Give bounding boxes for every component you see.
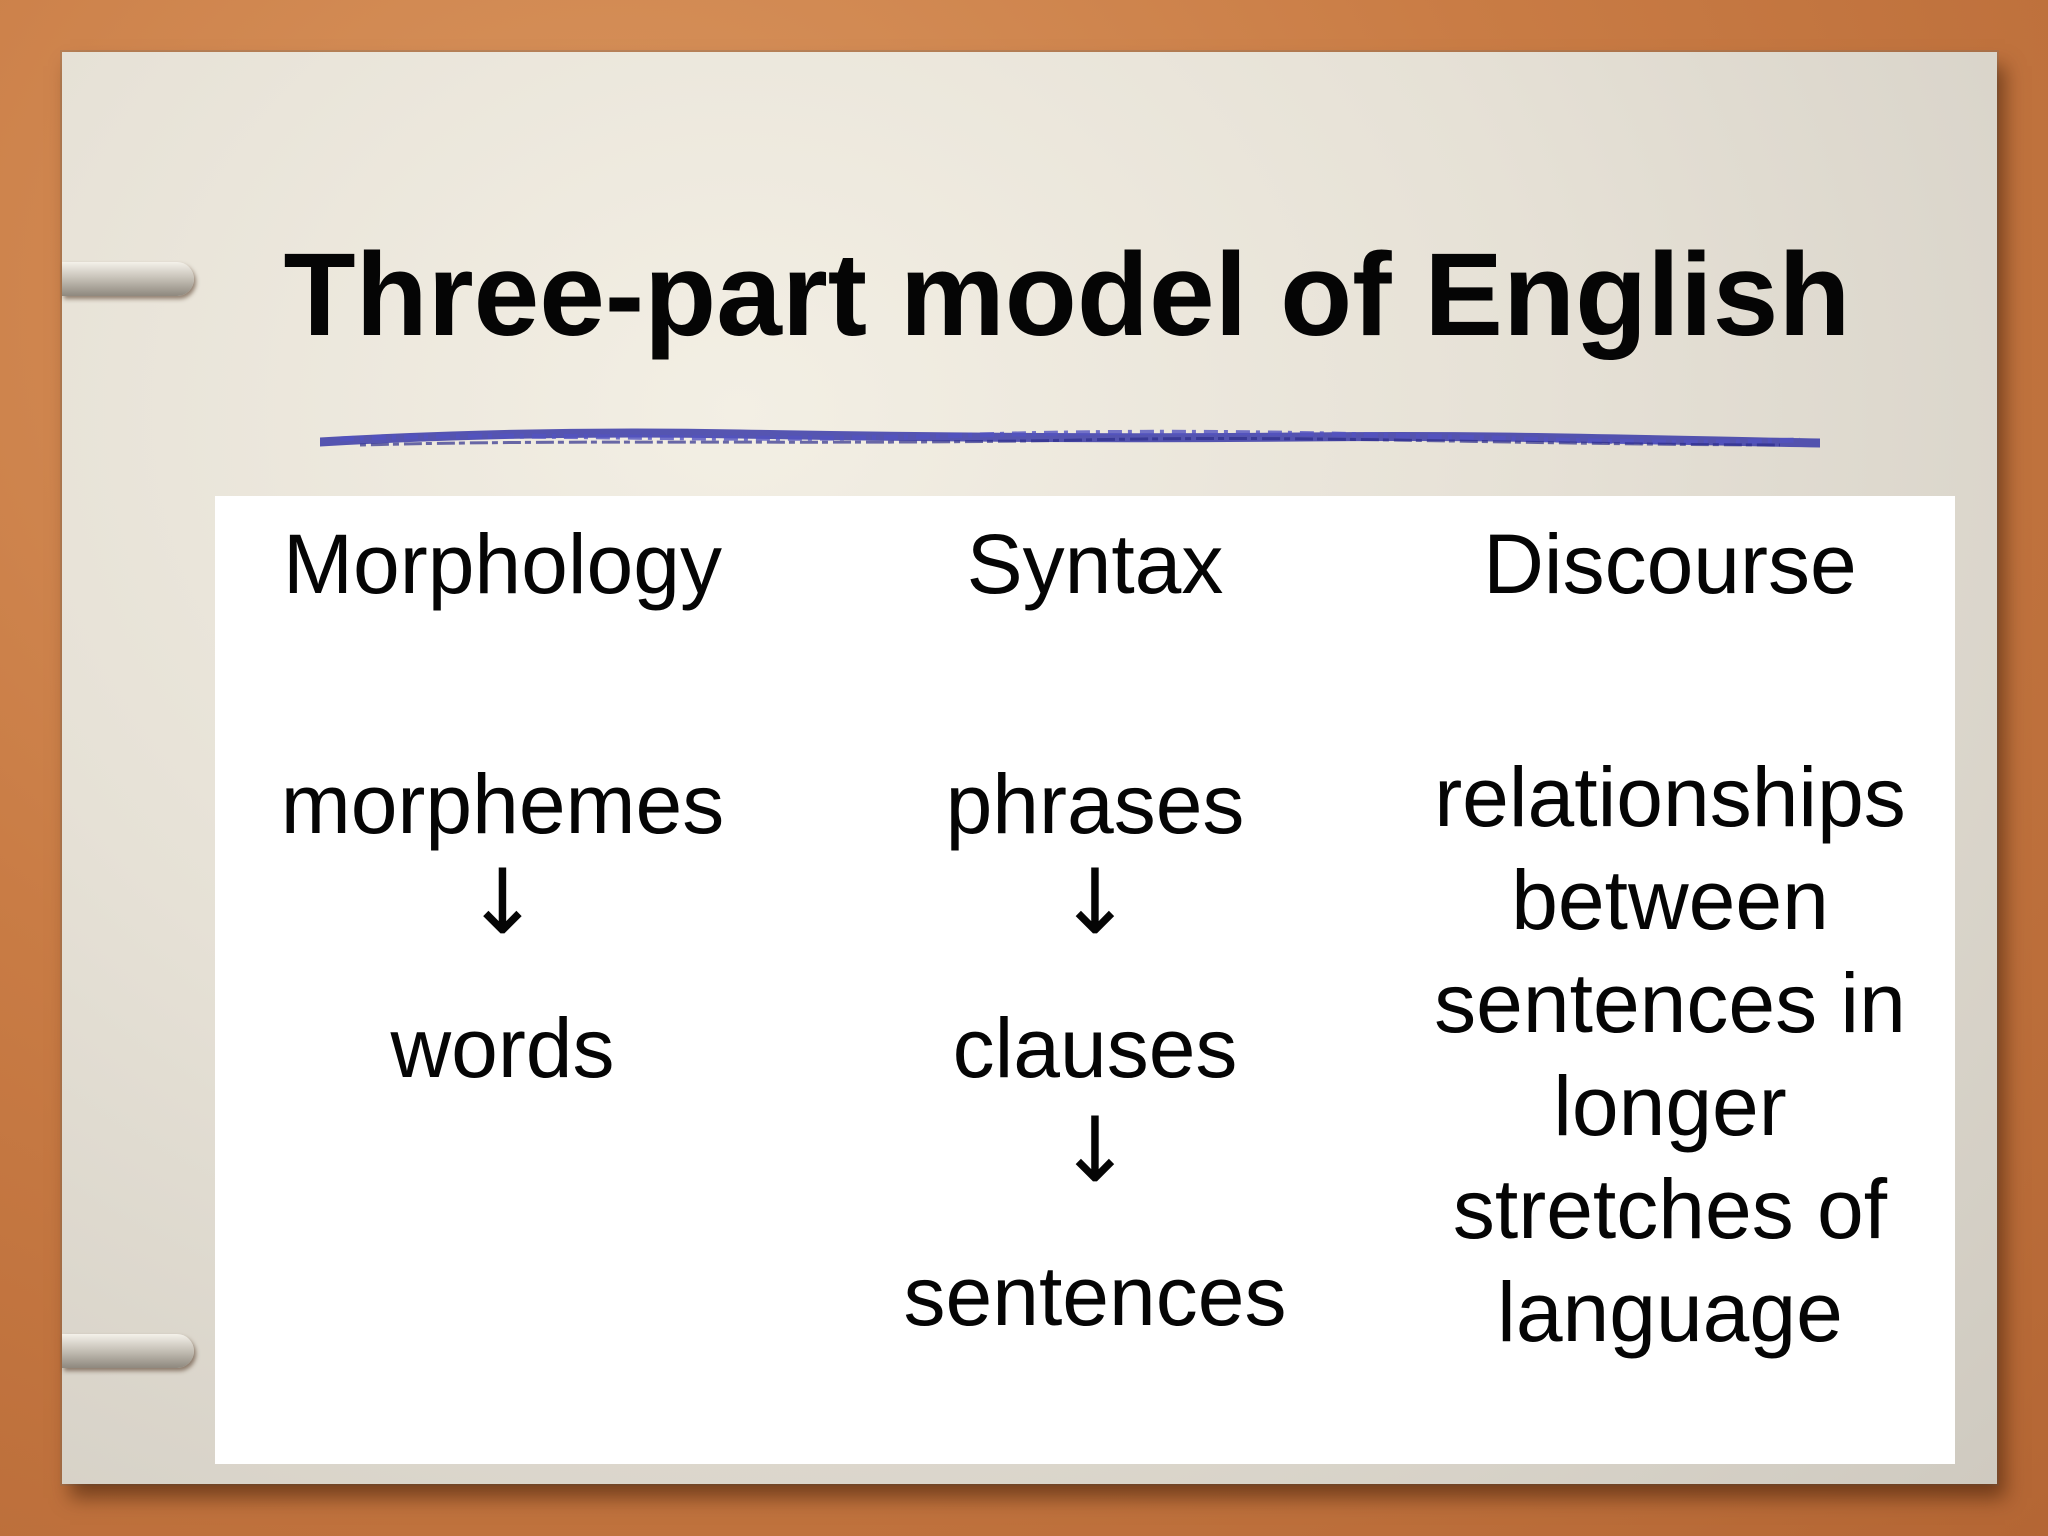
column-heading-morphology: Morphology bbox=[283, 517, 722, 611]
item-phrases: phrases bbox=[945, 757, 1245, 851]
discourse-description: relationships between sentences in longe… bbox=[1434, 750, 1906, 1359]
binder-ring-bottom bbox=[62, 1334, 194, 1368]
content-panel: Morphology morphemes ↓ words Syntax phra… bbox=[215, 496, 1955, 1464]
slide: Three-part model of English Morphology m… bbox=[62, 52, 1997, 1484]
item-clauses: clauses bbox=[952, 1001, 1238, 1095]
down-arrow-icon: ↓ bbox=[464, 850, 541, 955]
down-arrow-icon: ↓ bbox=[1057, 850, 1133, 955]
down-arrow-icon: ↓ bbox=[1057, 1098, 1133, 1203]
item-morphemes: morphemes bbox=[280, 757, 725, 851]
item-sentences: sentences bbox=[903, 1249, 1287, 1343]
column-heading-syntax: Syntax bbox=[966, 517, 1224, 611]
title-underline bbox=[320, 428, 1820, 448]
column-heading-discourse: Discourse bbox=[1483, 517, 1857, 611]
slide-title: Three-part model of English bbox=[283, 229, 1851, 361]
item-words: words bbox=[390, 1001, 615, 1095]
binder-ring-top bbox=[62, 262, 194, 296]
